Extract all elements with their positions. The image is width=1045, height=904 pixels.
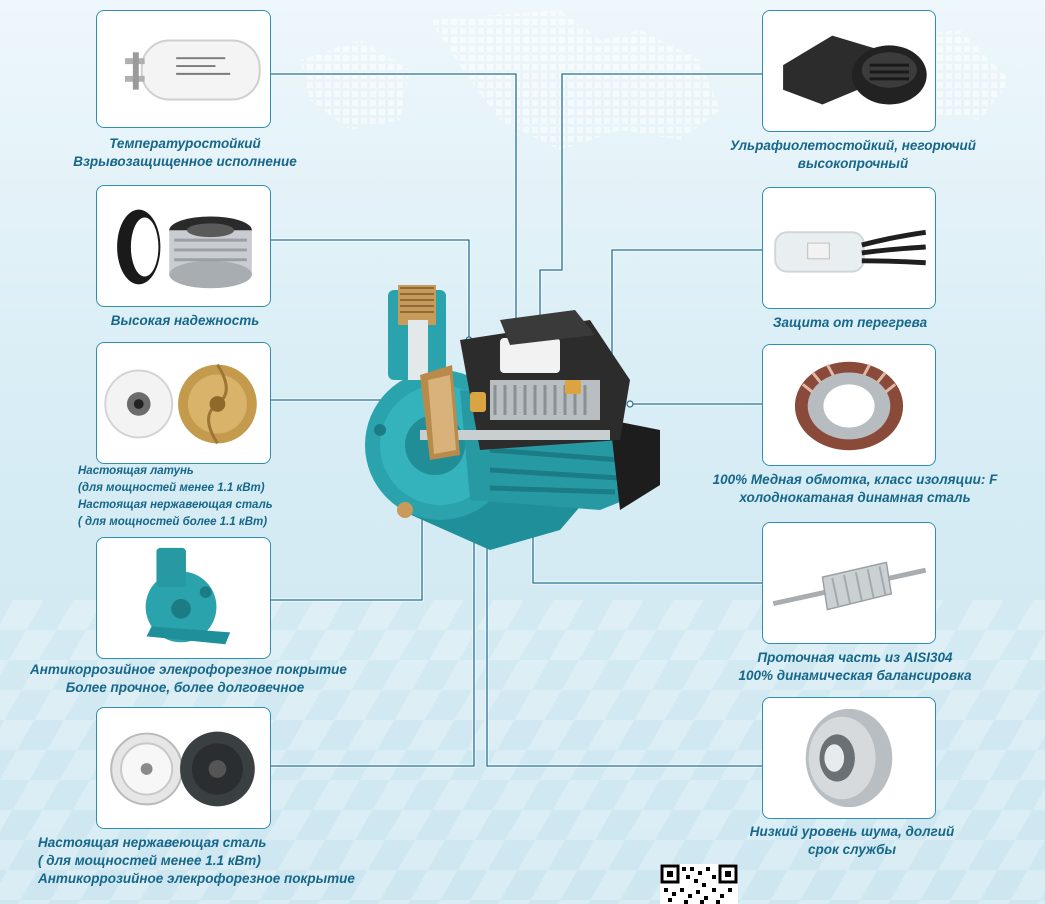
copper-winding-icon bbox=[794, 361, 904, 451]
terminal-box-caption: Ульрафиолетостойкий, негорючий высокопро… bbox=[708, 137, 998, 173]
pump-cover-icon bbox=[110, 731, 255, 807]
bearing-icon bbox=[805, 708, 893, 808]
seal-caption: Высокая надежность bbox=[60, 312, 310, 330]
thermal-caption: Защита от перегрева bbox=[740, 314, 960, 332]
cover-caption: Настоящая нержавеющая сталь ( для мощнос… bbox=[38, 834, 388, 888]
cover-caption-line-1: Настоящая нержавеющая сталь bbox=[38, 835, 267, 850]
mechanical-seal-icon bbox=[117, 209, 252, 289]
capacitor-icon bbox=[125, 39, 261, 101]
winding-caption-line-2: холоднокатаная динамная сталь bbox=[739, 490, 971, 505]
bearing-caption: Низкий уровень шума, долгий срок службы bbox=[712, 823, 992, 859]
shaft-caption-line-2: 100% динамическая балансировка bbox=[738, 668, 972, 683]
capacitor-caption: Температуростойкий Взрывозащищенное испо… bbox=[60, 135, 310, 171]
winding-caption: 100% Медная обмотка, класс изоляции: F х… bbox=[700, 471, 1010, 507]
bearing-image-box bbox=[762, 697, 936, 819]
shaft-caption: Проточная часть из AISI304 100% динамиче… bbox=[700, 649, 1010, 685]
impeller-caption-line-2: (для мощностей менее 1.1 кВт) bbox=[78, 482, 265, 494]
qr-code-icon bbox=[660, 864, 738, 904]
impeller-caption-line-4: ( для мощностей более 1.1 кВт) bbox=[78, 516, 268, 528]
seal-caption-line-1: Высокая надежность bbox=[110, 313, 260, 328]
bearing-caption-line-1: Низкий уровень шума, долгий bbox=[749, 824, 955, 839]
bearing-caption-line-2: срок службы bbox=[808, 842, 896, 857]
capacitor-caption-line-1: Температуростойкий bbox=[109, 136, 261, 151]
terminal-box-caption-line-2: высокопрочный bbox=[797, 156, 909, 171]
housing-caption: Антикоррозийное элекрофорезное покрытие … bbox=[30, 661, 347, 697]
pump-cutaway-illustration bbox=[365, 285, 660, 550]
thermal-image-box bbox=[762, 187, 936, 309]
impeller-icon bbox=[104, 363, 257, 445]
housing-caption-line-1: Антикоррозийное элекрофорезное покрытие bbox=[30, 662, 347, 677]
seal-image-box bbox=[96, 185, 271, 307]
winding-caption-line-1: 100% Медная обмотка, класс изоляции: F bbox=[712, 472, 998, 487]
cover-caption-line-3: Антикоррозийное элекрофорезное покрытие bbox=[38, 871, 355, 886]
housing-caption-line-2: Более прочное, более долговечное bbox=[65, 680, 305, 695]
terminal-box-icon bbox=[783, 35, 927, 105]
shaft-caption-line-1: Проточная часть из AISI304 bbox=[757, 650, 953, 665]
cover-image-box bbox=[96, 707, 271, 829]
winding-image-box bbox=[762, 344, 936, 466]
pump-housing-icon bbox=[145, 547, 231, 645]
thermal-protector-icon bbox=[774, 229, 927, 273]
housing-image-box bbox=[96, 537, 271, 659]
shaft-image-box bbox=[762, 522, 936, 644]
capacitor-image-box bbox=[96, 10, 271, 128]
impeller-image-box bbox=[96, 342, 271, 464]
impeller-caption-line-1: Настоящая латунь bbox=[78, 465, 194, 477]
capacitor-caption-line-2: Взрывозащищенное исполнение bbox=[73, 154, 297, 169]
impeller-caption: Настоящая латунь (для мощностей менее 1.… bbox=[78, 463, 318, 531]
rotor-shaft-icon bbox=[772, 561, 927, 611]
terminal-box-image-box bbox=[762, 10, 936, 132]
thermal-caption-line-1: Защита от перегрева bbox=[772, 315, 928, 330]
terminal-box-caption-line-1: Ульрафиолетостойкий, негорючий bbox=[730, 138, 976, 153]
impeller-caption-line-3: Настоящая нержавеющая сталь bbox=[78, 499, 273, 511]
cover-caption-line-2: ( для мощностей менее 1.1 кВт) bbox=[38, 853, 261, 868]
